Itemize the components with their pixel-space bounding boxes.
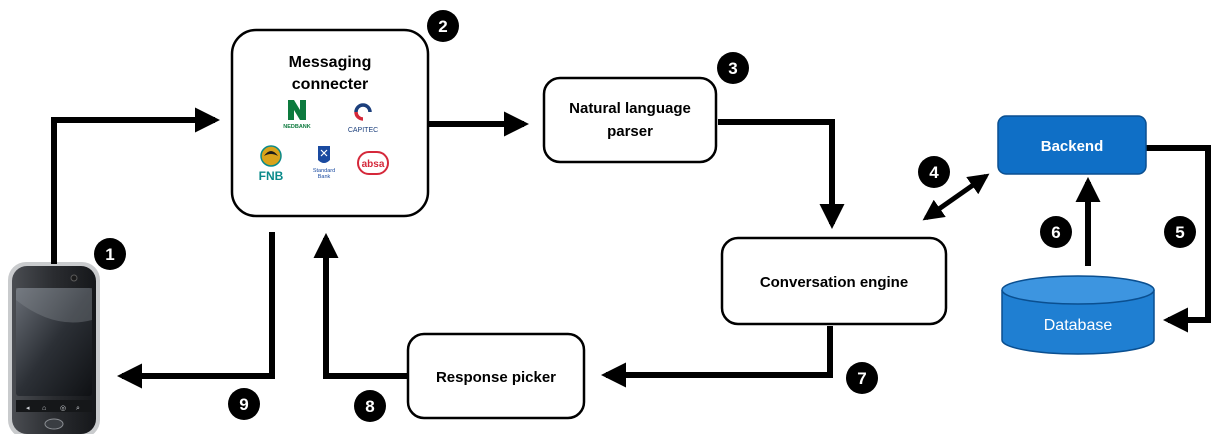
backend-label: Backend bbox=[1041, 138, 1104, 155]
arrow-engine-to-picker bbox=[600, 326, 833, 388]
step-badge-5: 5 bbox=[1164, 216, 1196, 248]
backend-node: Backend bbox=[997, 115, 1147, 175]
fnb-logo-text: FNB bbox=[259, 169, 284, 183]
svg-text:9: 9 bbox=[239, 395, 248, 414]
database-label: Database bbox=[1044, 317, 1113, 334]
standard-bank-logo-text-2: Bank bbox=[318, 174, 331, 180]
svg-text:5: 5 bbox=[1175, 223, 1184, 242]
svg-text:1: 1 bbox=[105, 245, 114, 264]
smartphone-icon: ◂ ⌂ ◎ ⌕ bbox=[8, 262, 100, 434]
nlp-label-1: Natural language bbox=[569, 100, 691, 117]
messaging-connector-node: Messaging connecter NEDBANK CAPITEC FNB … bbox=[230, 28, 430, 218]
arrow-backend-to-database bbox=[1146, 145, 1211, 333]
step-badge-7: 7 bbox=[846, 362, 878, 394]
arrow-connector-to-phone bbox=[116, 232, 275, 389]
capitec-logo-icon: CAPITEC bbox=[348, 103, 378, 134]
step-badge-4: 4 bbox=[918, 156, 950, 188]
svg-text:7: 7 bbox=[857, 369, 866, 388]
arrow-picker-to-connector bbox=[313, 232, 408, 379]
conversation-engine-label: Conversation engine bbox=[760, 274, 908, 291]
messaging-connector-label-2: connecter bbox=[292, 76, 368, 93]
capitec-logo-text: CAPITEC bbox=[348, 127, 378, 134]
svg-text:2: 2 bbox=[438, 17, 447, 36]
nedbank-logo-text: NEDBANK bbox=[283, 124, 311, 130]
step-badge-9: 9 bbox=[228, 388, 260, 420]
conversation-engine-node: Conversation engine bbox=[720, 236, 948, 326]
svg-text:4: 4 bbox=[929, 163, 939, 182]
arrow-phone-to-connector bbox=[51, 107, 221, 264]
svg-text:3: 3 bbox=[728, 59, 737, 78]
svg-text:⌕: ⌕ bbox=[76, 405, 80, 412]
standard-bank-logo-text-1: Standard bbox=[313, 168, 335, 174]
svg-text:◎: ◎ bbox=[60, 405, 66, 412]
absa-logo-icon: absa bbox=[357, 151, 389, 175]
response-picker-node: Response picker bbox=[406, 332, 586, 420]
absa-logo-text: absa bbox=[362, 159, 385, 170]
fnb-logo-icon: FNB bbox=[259, 145, 284, 183]
svg-text:◂: ◂ bbox=[26, 405, 30, 412]
svg-text:8: 8 bbox=[365, 397, 374, 416]
arrow-nlp-to-engine bbox=[718, 119, 845, 230]
step-badge-8: 8 bbox=[354, 390, 386, 422]
step-badge-1: 1 bbox=[94, 238, 126, 270]
nedbank-logo-icon: NEDBANK bbox=[283, 100, 311, 130]
step-badge-2: 2 bbox=[427, 10, 459, 42]
arrow-engine-backend bbox=[922, 173, 990, 221]
step-badge-6: 6 bbox=[1040, 216, 1072, 248]
svg-text:6: 6 bbox=[1051, 223, 1060, 242]
response-picker-label: Response picker bbox=[436, 369, 556, 386]
step-badge-3: 3 bbox=[717, 52, 749, 84]
messaging-connector-label-1: Messaging bbox=[289, 54, 372, 71]
svg-text:⌂: ⌂ bbox=[42, 405, 46, 412]
standard-bank-logo-icon: Standard Bank bbox=[313, 146, 335, 180]
nlp-node: Natural language parser bbox=[542, 76, 718, 164]
database-node: Database bbox=[1001, 275, 1155, 355]
nlp-label-2: parser bbox=[607, 123, 653, 140]
